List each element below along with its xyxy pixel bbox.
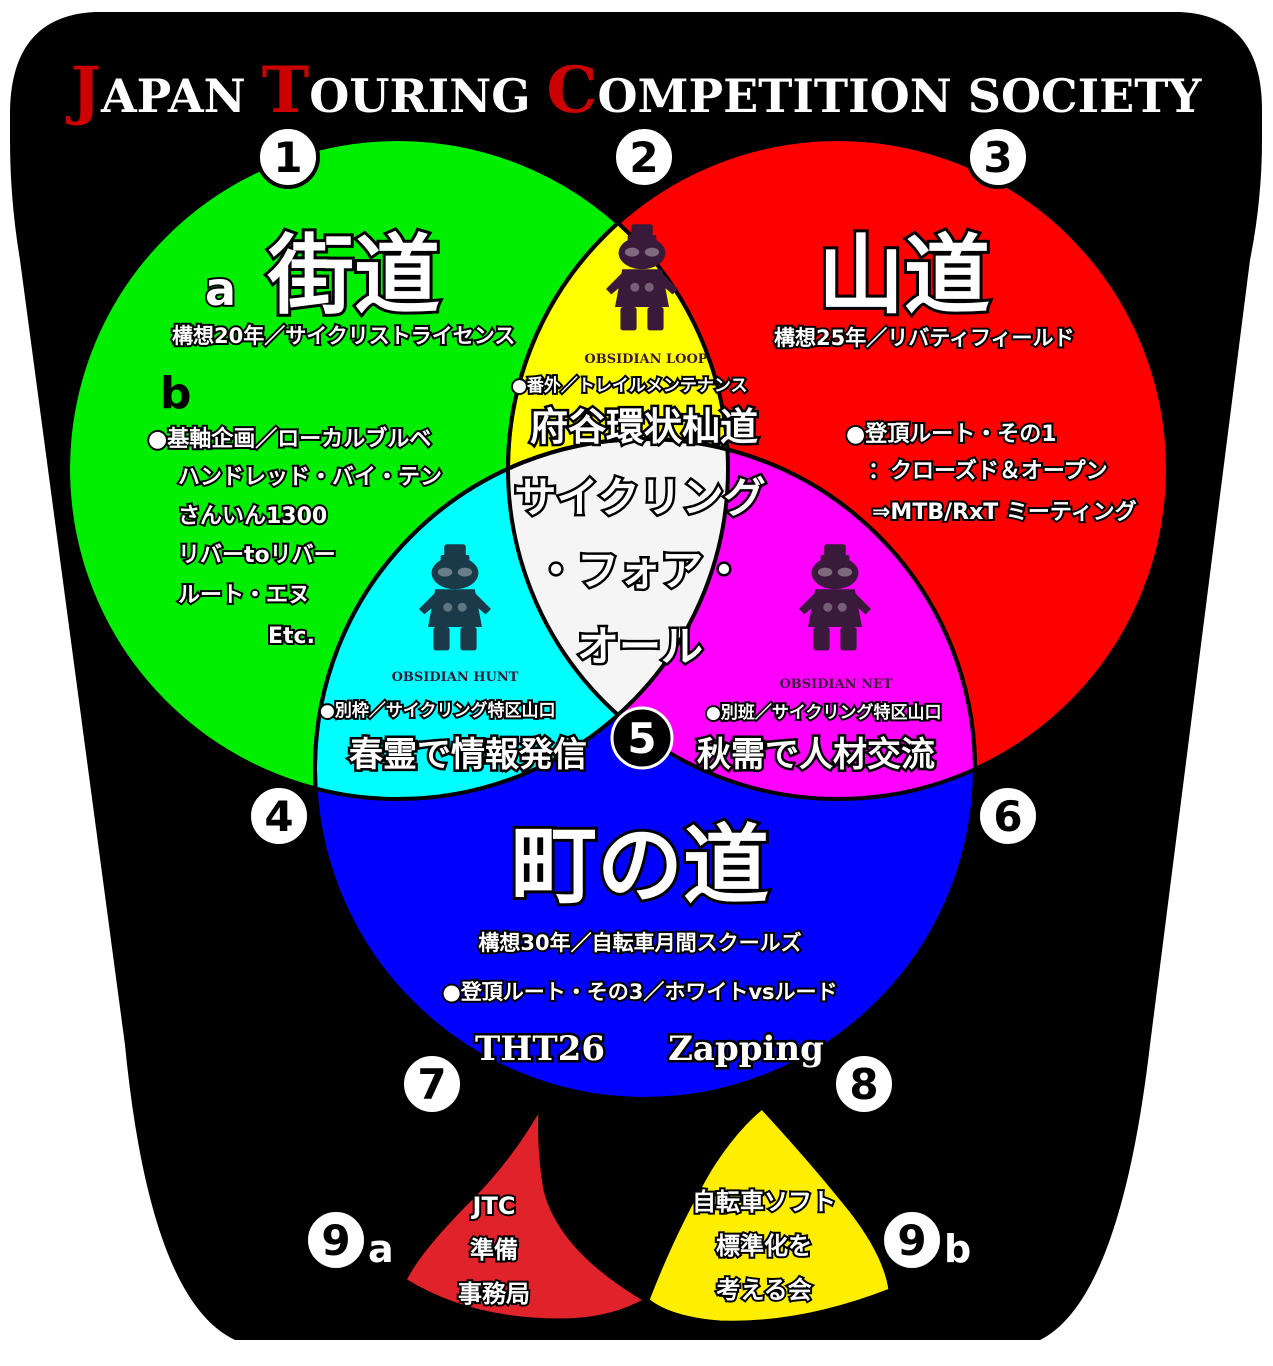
title: JAPAN TOURING COMPETITION SOCIETY [66,53,1203,128]
green-item-1: ●基軸企画／ローカルブルベ [148,426,431,452]
green-subtitle: 構想20年／サイクリストライセンス [172,324,515,348]
svg-text:a: a [368,1227,394,1271]
blue-event-right: Zapping [668,1029,824,1069]
magenta-logo-name: OBSIDIAN NET [779,677,892,692]
magenta-heading: 秋需で人材交流 [697,735,935,775]
number-badge-6: 6 [976,784,1040,848]
green-item-3: さんいん1300 [178,504,327,529]
red-item-3: ⇒MTB/RxT ミーティング [872,499,1137,525]
title-letter-c: C [547,53,598,128]
blue-subtitle: 構想30年／自転車月間スクールズ [478,931,801,955]
number-badge-7: 7 [400,1052,464,1116]
green-heading: 街道 [267,225,440,326]
number-badge-8: 8 [832,1052,896,1116]
number-badge-3: 3 [966,125,1030,189]
number-badge-9b: 9 b [880,1208,973,1273]
number-badge-4: 4 [247,784,311,848]
svg-text:5: 5 [627,714,656,763]
center-line-2: ・フォア・ [535,546,745,595]
bottom-left-line-1: JTC [471,1192,516,1220]
title-letter-t: T [262,53,310,128]
svg-text:8: 8 [849,1060,878,1109]
red-heading: 山道 [818,225,990,326]
svg-text:4: 4 [264,792,293,841]
bottom-right-line-1: 自転車ソフト [692,1188,836,1216]
bottom-left-line-3: 事務局 [458,1280,530,1308]
svg-text:6: 6 [993,792,1022,841]
svg-text:1: 1 [273,133,302,182]
green-item-2: ハンドレッド・バイ・テン [178,465,442,490]
svg-text:2: 2 [629,133,658,182]
green-item-5: ルート・エヌ [178,583,310,608]
magenta-note: ●別班／サイクリング特区山口 [706,702,942,723]
cyan-note: ●別枠／サイクリング特区山口 [320,700,556,721]
red-item-1: ●登頂ルート・その1 [846,422,1057,447]
green-marker-a: a [205,262,236,316]
number-badge-5: 5 [610,706,674,770]
svg-text:9: 9 [321,1216,350,1265]
bottom-right-line-2: 標準化を [716,1232,812,1260]
yellow-logo-name: OBSIDIAN LOOP [584,352,707,367]
bottom-left-line-2: 準備 [470,1236,518,1264]
svg-text:3: 3 [983,133,1012,182]
svg-text:9: 9 [897,1216,926,1265]
center-line-3: オール [577,622,703,671]
green-item-6: Etc. [268,624,315,649]
number-badge-2: 2 [612,125,676,189]
blue-heading: 町の道 [511,815,769,916]
number-badge-1: 1 [256,125,320,189]
red-item-2: ：クローズド＆オープン [868,458,1108,484]
small-shape-yellow-kai [646,1105,892,1324]
title-letter-j: J [66,53,101,128]
red-subtitle: 構想25年／リバティフィールド [774,326,1075,350]
green-marker-b: b [160,368,192,419]
svg-text:b: b [944,1227,971,1271]
blue-event-left: THT26 [475,1029,605,1069]
green-item-4: リバーtoリバー [178,543,336,568]
yellow-heading: 府谷環状杣道 [530,404,758,449]
cyan-heading: 春霊で情報発信 [349,735,587,775]
cyan-logo-name: OBSIDIAN HUNT [392,670,519,685]
blue-item: ●登頂ルート・その3／ホワイトvsルード [442,980,837,1004]
number-badge-9a: 9 a [304,1208,396,1273]
yellow-note: ●番外／トレイルメンテナンス [512,375,748,396]
svg-text:7: 7 [417,1060,446,1109]
bottom-right-line-3: 考える会 [716,1276,811,1304]
center-line-1: サイクリング [514,473,765,522]
small-shape-red-jtc [403,1107,648,1322]
